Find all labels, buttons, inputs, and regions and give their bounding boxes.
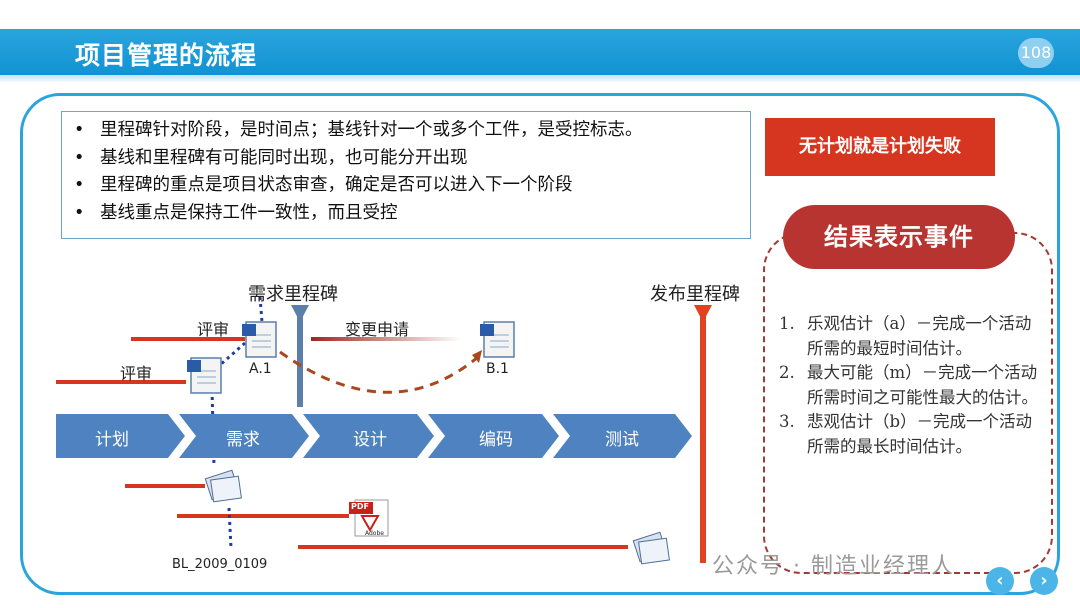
bullet-item: 里程碑的重点是项目状态审查，确定是否可以进入下一个阶段	[74, 172, 750, 200]
next-button[interactable]: ›	[1030, 567, 1058, 595]
stage-coding: 编码	[479, 430, 513, 450]
prev-button[interactable]: ‹	[986, 567, 1014, 595]
review-label: 评审	[120, 364, 153, 383]
bullet-box: 里程碑针对阶段，是时间点；基线针对一个或多个工件，是受控标志。 基线和里程碑有可…	[61, 111, 751, 239]
callout-box: 无计划就是计划失败	[765, 118, 995, 176]
estimate-item: 3. 悲观估计（b）－完成一个活动所需的最长时间估计。	[777, 410, 1045, 459]
page-title: 项目管理的流程	[75, 41, 258, 70]
estimate-item: 2. 最大可能（m）－完成一个活动所需时间之可能性最大的估计。	[777, 361, 1045, 410]
stage-chevrons	[56, 414, 692, 458]
baseline-line-1	[125, 484, 205, 488]
baseline-line-2	[177, 514, 349, 518]
review-label: 评审	[197, 320, 230, 339]
watermark: 公众号 · 制造业经理人	[712, 554, 955, 579]
doc-a1-label: A.1	[249, 361, 272, 377]
release-milestone-label: 发布里程碑	[650, 284, 740, 305]
change-arrow-head	[472, 350, 482, 363]
title-bar	[0, 29, 1080, 75]
release-milestone-marker	[694, 305, 712, 563]
baseline-line-3	[298, 545, 628, 549]
requirements-milestone-marker	[291, 305, 309, 407]
review-line-1	[131, 337, 245, 341]
doc-b1-label: B.1	[486, 361, 509, 377]
title-bar-shadow	[0, 75, 1080, 83]
estimate-number: 3.	[779, 412, 795, 431]
requirements-milestone-label: 需求里程碑	[248, 284, 338, 305]
stage-plan: 计划	[95, 430, 129, 450]
word-doc-icon-b1	[480, 321, 515, 358]
estimate-number: 2.	[779, 363, 795, 382]
page-number-badge: 108	[1018, 38, 1054, 68]
change-request-label: 变更申请	[345, 320, 410, 339]
word-doc-icon-review	[187, 357, 222, 394]
content-frame	[20, 93, 1060, 595]
dotted-connector	[219, 341, 246, 367]
bullet-item: 基线重点是保持工件一致性，而且受控	[74, 200, 750, 228]
stage-design: 设计	[353, 430, 387, 450]
review-line-2	[56, 380, 186, 384]
estimate-text: 乐观估计（a）－完成一个活动所需的最短时间估计。	[807, 314, 1032, 358]
estimate-list: 1. 乐观估计（a）－完成一个活动所需的最短时间估计。 2. 最大可能（m）－完成一…	[777, 312, 1045, 459]
document-stack-icon-2	[632, 531, 670, 565]
change-request-line	[311, 337, 461, 341]
estimate-item: 1. 乐观估计（a）－完成一个活动所需的最短时间估计。	[777, 312, 1045, 361]
change-arrow	[279, 350, 479, 394]
document-stack-icon-1	[204, 469, 242, 503]
pdf-text: PDF	[351, 502, 369, 511]
baseline-label: BL_2009_0109	[172, 557, 268, 572]
adobe-text: Adobe	[365, 530, 384, 537]
word-doc-icon-a1	[242, 321, 277, 358]
top-band	[0, 0, 1080, 22]
estimate-text: 悲观估计（b）－完成一个活动所需的最长时间估计。	[807, 412, 1033, 456]
bullet-item: 基线和里程碑有可能同时出现，也可能分开出现	[74, 145, 750, 173]
stage-requirements: 需求	[226, 430, 260, 450]
stage-testing: 测试	[605, 430, 639, 450]
pdf-icon	[349, 499, 389, 537]
estimate-text: 最大可能（m）－完成一个活动所需时间之可能性最大的估计。	[807, 363, 1038, 407]
estimate-number: 1.	[779, 314, 795, 333]
bullet-item: 里程碑针对阶段，是时间点；基线针对一个或多个工件，是受控标志。	[74, 117, 750, 145]
result-title: 结果表示事件	[783, 205, 1015, 269]
